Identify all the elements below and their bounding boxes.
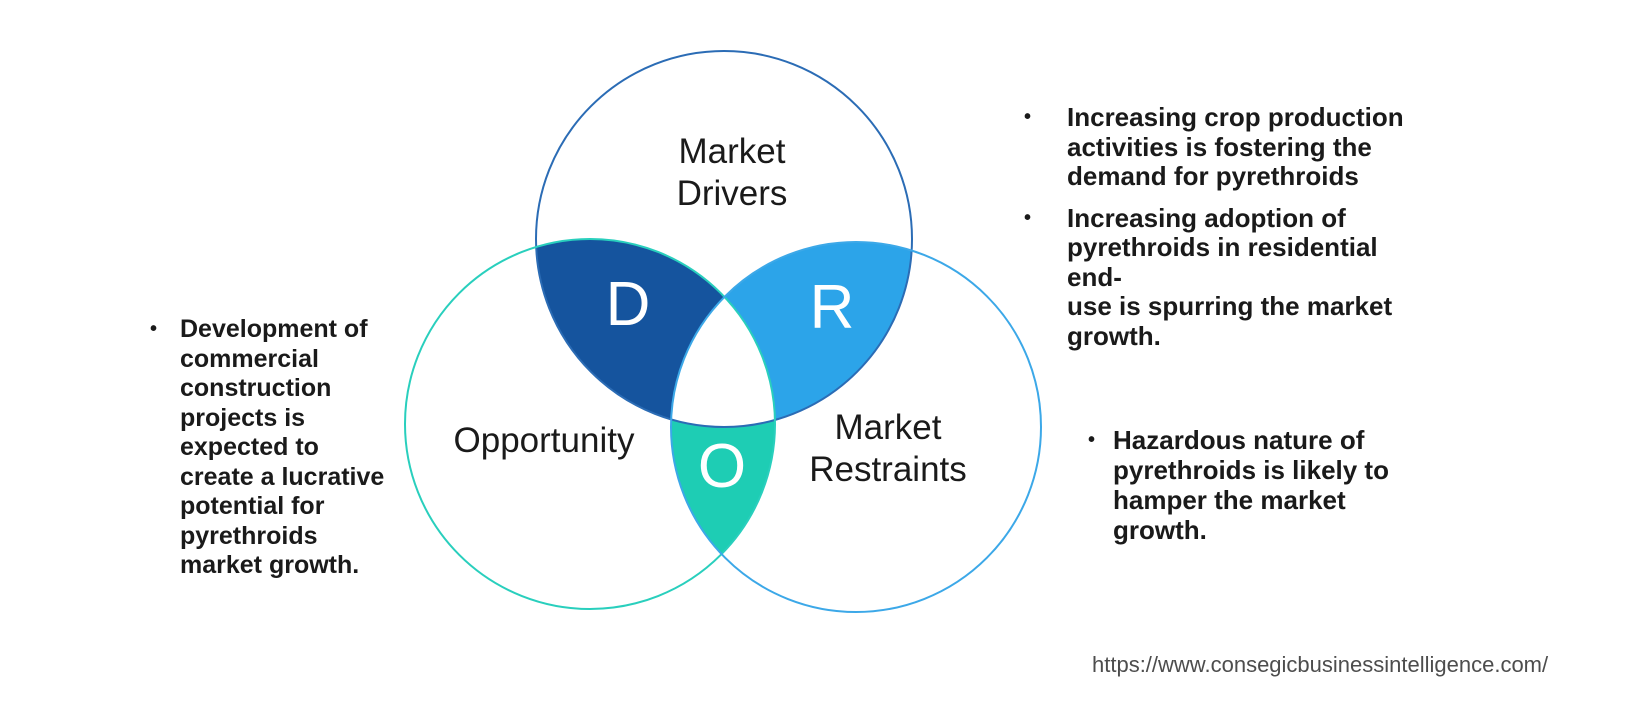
drivers-bullet-item-2: • Increasing adoption of pyrethroids in … [1024, 202, 1427, 352]
opportunity-bullet-text: Development of commercial construction p… [180, 315, 385, 579]
restraints-circle-outline [670, 241, 1042, 613]
o-intersection-letter: O [697, 432, 747, 501]
opportunity-bullet-item: • Development of commercial construction… [150, 315, 410, 581]
footer-url: https://www.consegicbusinessintelligence… [1092, 652, 1549, 677]
drivers-bullet-list: • Increasing crop production activities … [1024, 102, 1427, 352]
drivers-circle-outline [535, 50, 913, 428]
opportunity-circle-outline [404, 238, 776, 610]
drivers-label: Market Drivers [676, 132, 788, 213]
d-intersection-letter: D [605, 270, 651, 339]
bullet-marker: • [1024, 206, 1032, 229]
restraints-bullet-item: • Hazardous nature of pyrethroids is lik… [1088, 425, 1443, 545]
bullet-marker: • [150, 318, 158, 340]
opportunity-label: Opportunity [453, 421, 635, 460]
drivers-bullet-item-1: • Increasing crop production activities … [1024, 102, 1427, 192]
drivers-bullet-text-2: Increasing adoption of pyrethroids in re… [1067, 202, 1393, 351]
r-intersection-letter: R [809, 273, 855, 342]
bullet-marker: • [1024, 106, 1032, 128]
drivers-bullet-text-1: Increasing crop production activities is… [1067, 102, 1404, 191]
restraints-label: Market Restraints [809, 408, 967, 489]
bullet-marker: • [1088, 429, 1096, 451]
r-intersection-fill [671, 242, 912, 427]
restraints-bullet-text: Hazardous nature of pyrethroids is likel… [1113, 425, 1389, 545]
